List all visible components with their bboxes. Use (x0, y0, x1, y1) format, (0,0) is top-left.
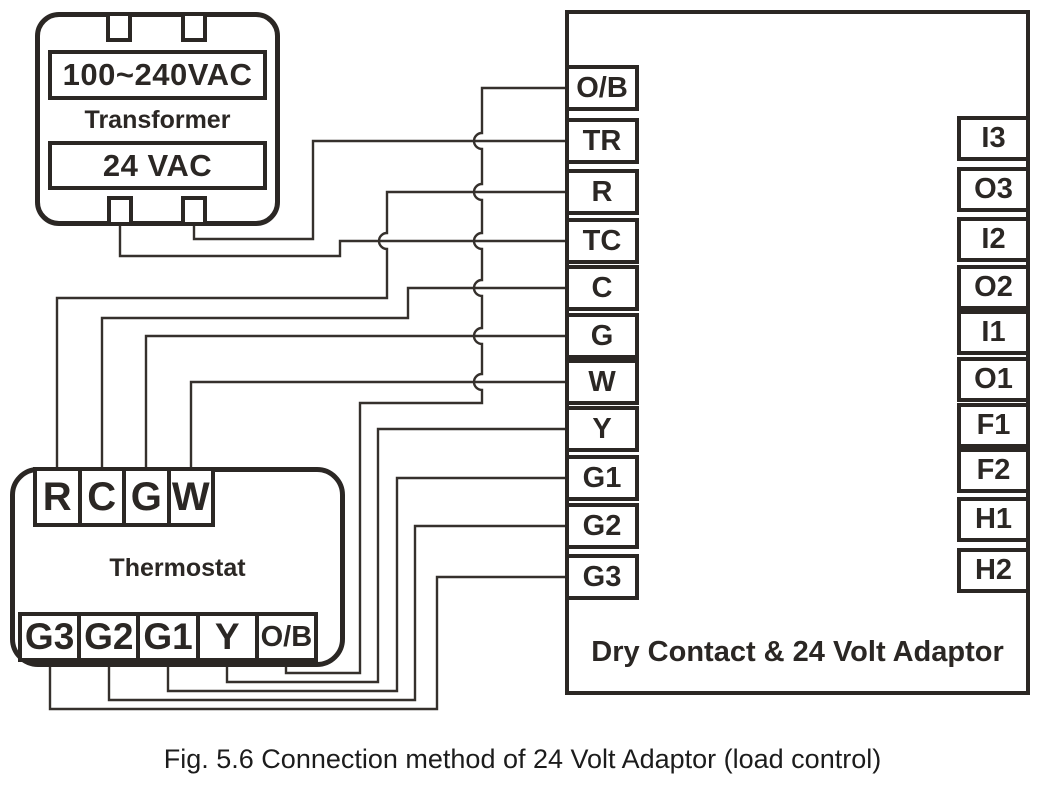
wire-transformer-24vac-to-tc (118, 226, 565, 258)
wire-thermostat-g-to-g (144, 334, 565, 467)
thermostat-terminal-r: R (42, 474, 72, 519)
adaptor-terminal-o3: O3 (957, 166, 1030, 212)
adaptor-terminal-g3: G3 (565, 554, 639, 600)
adaptor-terminal-i1: I1 (957, 309, 1030, 355)
transformer-tab-top-right (181, 12, 207, 42)
transformer-label: Transformer (84, 106, 231, 134)
adaptor-terminal-h1: H1 (957, 496, 1030, 542)
thermostat-terminal-w: W (166, 471, 212, 523)
adaptor-terminal-w: W (565, 359, 639, 405)
adaptor-terminal-f2: F2 (957, 447, 1030, 493)
wire-thermostat-ob-to-ob (284, 86, 565, 675)
thermostat-terminal-g3: G3 (24, 616, 75, 657)
transformer-tab-top-left (106, 12, 132, 42)
wire-thermostat-r-to-r (55, 190, 565, 467)
thermostat-terminal-c: C (77, 471, 123, 523)
adaptor-terminal-f1: F1 (957, 402, 1030, 448)
adaptor-terminal-c: C (565, 265, 639, 311)
adaptor-box (565, 10, 1030, 695)
wire-thermostat-g3-to-g3 (48, 575, 565, 711)
wire-thermostat-c-to-c (100, 286, 565, 467)
transformer-output-rating: 24 VAC (48, 141, 267, 190)
adaptor-terminal-ob: O/B (565, 65, 639, 111)
adaptor-terminal-tr: TR (565, 118, 639, 164)
wire-thermostat-w-to-w (189, 380, 565, 467)
figure-caption: Fig. 5.6 Connection method of 24 Volt Ad… (163, 744, 882, 774)
wire-transformer-24vac-to-tr (192, 139, 565, 241)
adaptor-terminal-i2: I2 (957, 216, 1030, 262)
thermostat-terminal-g1: G1 (136, 616, 195, 658)
adaptor-title: Dry Contact & 24 Volt Adaptor (591, 636, 1004, 668)
thermostat-terminal-g2: G2 (77, 616, 136, 658)
wire-thermostat-y-to-y (225, 427, 565, 684)
adaptor-terminal-i3: I3 (957, 115, 1030, 161)
transformer-tab-bottom-right (181, 196, 207, 226)
adaptor-terminal-g1: G1 (565, 455, 639, 501)
transformer-tab-bottom-left (107, 196, 133, 226)
wire-thermostat-g2-to-g2 (107, 524, 565, 702)
adaptor-terminal-tc: TC (565, 218, 639, 264)
wire-thermostat-g1-to-g1 (166, 476, 565, 693)
thermostat-terminal-y: Y (195, 616, 255, 658)
transformer-box (35, 12, 280, 226)
thermostat-label: Thermostat (109, 554, 246, 582)
adaptor-terminal-o1: O1 (957, 356, 1030, 402)
thermostat-terminal-g: G (122, 471, 167, 523)
adaptor-terminal-y: Y (565, 406, 639, 452)
transformer-input-rating: 100~240VAC (48, 50, 267, 100)
adaptor-terminal-h2: H2 (957, 547, 1030, 593)
adaptor-terminal-g2: G2 (565, 503, 639, 549)
adaptor-terminal-o2: O2 (957, 264, 1030, 310)
thermostat-terminal-ob: O/B (254, 616, 314, 658)
adaptor-terminal-r: R (565, 169, 639, 215)
adaptor-terminal-g: G (565, 313, 639, 359)
